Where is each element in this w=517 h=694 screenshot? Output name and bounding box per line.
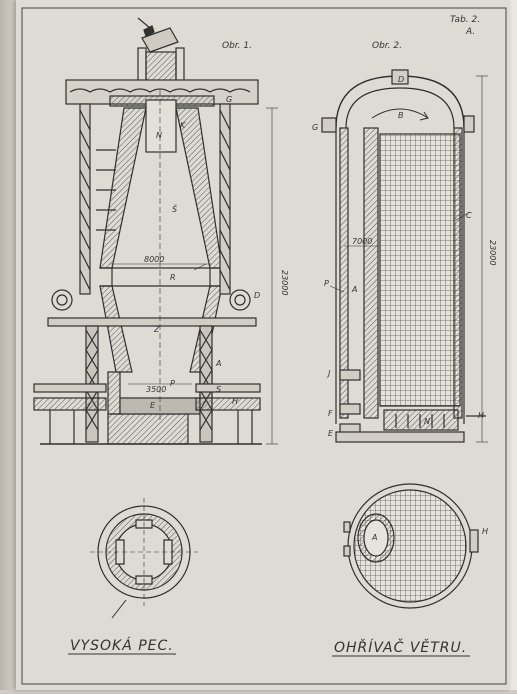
- label-k: K: [180, 121, 186, 130]
- blast-furnace-plan: [90, 498, 198, 619]
- tab-label: Tab. 2.: [450, 15, 480, 25]
- label-e2: E: [328, 429, 334, 438]
- fig2-caption: Obr. 2.: [372, 41, 402, 51]
- label-d: D: [254, 291, 260, 300]
- label-b: B: [398, 111, 404, 120]
- dim-height2: 23000: [488, 240, 497, 265]
- label-z: Z: [153, 325, 160, 334]
- hot-blast-stove-labels: Obr. 2. D B G C P A J F E N H 7000 23000: [312, 41, 497, 438]
- dim-hearth: 3500: [146, 385, 166, 394]
- binder-edge: [0, 0, 16, 690]
- label-s2: S: [216, 385, 221, 394]
- sheet-frame: [21, 7, 507, 685]
- label-n2: N: [424, 417, 430, 426]
- label-p2: P: [324, 279, 329, 288]
- blast-furnace-labels: Obr. 1. N Š R Z P E K G D A S H 8000 350…: [144, 41, 289, 410]
- label-d2: D: [398, 75, 404, 84]
- technical-drawing-sheet: Tab. 2. A.: [16, 0, 510, 690]
- plan-label-a: A: [371, 533, 377, 542]
- fig1-caption: Obr. 1.: [222, 41, 252, 51]
- label-g2: G: [312, 123, 318, 132]
- label-h2: H: [478, 411, 484, 420]
- label-r: R: [170, 273, 176, 282]
- label-n: N: [156, 131, 162, 140]
- label-g: G: [226, 95, 232, 104]
- plan-label-h: H: [482, 527, 488, 536]
- dim-height: 23000: [280, 270, 289, 295]
- fig2-title: OHŘÍVAČ VĚTRU.: [334, 638, 467, 656]
- label-c: C: [466, 211, 472, 220]
- label-h: H: [232, 397, 238, 406]
- hot-blast-stove-elevation: [321, 69, 488, 443]
- dim-width: 8000: [144, 255, 164, 264]
- label-p: P: [170, 379, 175, 388]
- hot-blast-stove-plan: [343, 483, 479, 609]
- label-j: J: [326, 369, 331, 378]
- tab-sub: A.: [465, 27, 475, 37]
- label-a: A: [215, 359, 221, 368]
- dim-width2: 7000: [352, 237, 372, 246]
- next-page-edge: [508, 0, 517, 690]
- label-a3: A: [351, 285, 357, 294]
- label-e: E: [150, 401, 156, 410]
- label-s: Š: [172, 203, 177, 214]
- label-f: F: [328, 409, 333, 418]
- blast-furnace-elevation: [33, 17, 278, 445]
- drawing-svg: Tab. 2. A.: [21, 7, 507, 685]
- fig1-title: VYSOKÁ PEC.: [70, 637, 174, 654]
